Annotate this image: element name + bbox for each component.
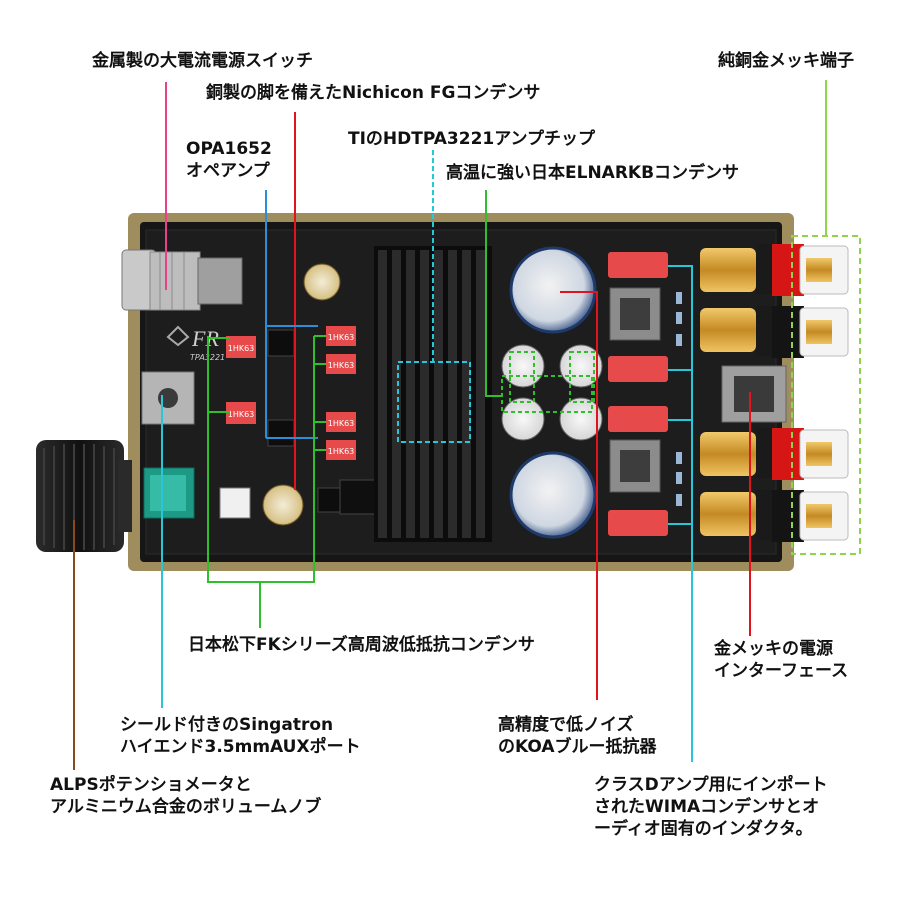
label-wima: クラスDアンプ用にインポート されたWIMAコンデンサとオ ーディオ固有のインダ… <box>594 774 828 840</box>
label-alps-line2: アルミニウム合金のボリュームノブ <box>50 797 322 817</box>
label-koa-resistor-line1: 高精度で低ノイズ <box>498 715 634 735</box>
rca-black-1 <box>772 306 804 358</box>
wima-cap-3 <box>608 406 668 432</box>
power-switch <box>121 249 243 311</box>
potentiometer-face <box>150 475 186 511</box>
large-capacitor-bottom <box>509 451 597 539</box>
label-wima-line1: クラスDアンプ用にインポート <box>594 775 828 795</box>
label-power-switch: 金属製の大電流電源スイッチ <box>92 51 313 71</box>
label-power-interface-line1: 金メッキの電源 <box>714 639 833 659</box>
callout-terminals <box>791 80 861 555</box>
film-cap-label: 1HK63 <box>328 333 355 342</box>
label-alps-line1: ALPSポテンショメータと <box>50 775 252 795</box>
gold-terminals <box>700 248 756 536</box>
fg-capacitors <box>262 263 341 526</box>
label-opamp-line2: オペアンプ <box>186 161 270 181</box>
film-cap-6 <box>326 440 356 460</box>
dc-jack-hole <box>734 376 774 412</box>
label-koa-resistor-line2: のKOAブルー抵抗器 <box>498 737 657 757</box>
wima-cap-1 <box>608 252 668 278</box>
label-aux-port: シールド付きのSingatron ハイエンド3.5mmAUXポート <box>120 714 361 758</box>
inductor-core-2 <box>620 450 650 482</box>
koa-resistors <box>676 292 682 506</box>
label-aux-port-line1: シールド付きのSingatron <box>120 715 334 735</box>
opamp-chip-1 <box>267 329 295 357</box>
logo-icon <box>166 325 190 347</box>
rca-red-2 <box>772 428 804 480</box>
label-power-interface-line2: インターフェース <box>714 661 849 681</box>
alps-potentiometer <box>143 467 195 519</box>
gold-terminal-2 <box>700 308 756 352</box>
ic-chips <box>219 329 381 519</box>
rca-posts <box>756 244 849 542</box>
regulator-chip <box>317 487 343 513</box>
wima-capacitors <box>608 252 668 536</box>
label-koa-resistor: 高精度で低ノイズ のKOAブルー抵抗器 <box>498 714 657 758</box>
wima-cap-2 <box>608 356 668 382</box>
callout-wima <box>668 265 693 762</box>
large-capacitor-top <box>509 246 597 334</box>
gold-terminal-1 <box>700 248 756 292</box>
callout-fk <box>207 335 326 628</box>
label-fg-capacitor: 銅製の脚を備えたNichicon FGコンデンサ <box>206 83 541 103</box>
film-cap-3 <box>326 326 356 346</box>
opamp-chip-2 <box>267 419 295 447</box>
qr-code <box>219 487 251 519</box>
label-terminals: 純銅金メッキ端子 <box>718 51 854 71</box>
small-capacitor-2 <box>559 344 603 388</box>
gold-terminal-3 <box>700 432 756 476</box>
label-amp-chip: TIのHDTPA3221アンプチップ <box>348 129 596 149</box>
label-aux-port-line2: ハイエンド3.5mmAUXポート <box>120 737 361 757</box>
film-cap-label: 1HK63 <box>328 447 355 456</box>
label-alps: ALPSポテンショメータと アルミニウム合金のボリュームノブ <box>50 774 321 818</box>
label-wima-line2: されたWIMAコンデンサとオ <box>594 797 820 817</box>
label-power-interface: 金メッキの電源 インターフェース <box>714 638 848 682</box>
knob-shaft <box>118 460 132 532</box>
label-opamp: OPA1652 オペアンプ <box>186 138 272 182</box>
film-cap-label: 1HK63 <box>328 419 355 428</box>
label-fk-capacitor: 日本松下FKシリーズ高周波低抵抗コンデンサ <box>188 635 535 655</box>
film-cap-4 <box>326 354 356 374</box>
small-capacitor-3 <box>501 397 545 441</box>
label-elna-capacitor: 高温に強い日本ELNARKBコンデンサ <box>446 163 740 183</box>
rca-black-2 <box>772 490 804 542</box>
label-wima-line3: ーディオ固有のインダクタ。 <box>594 819 813 839</box>
film-cap-2 <box>226 402 256 424</box>
knob-body <box>36 440 124 552</box>
small-capacitor-1 <box>501 344 545 388</box>
large-capacitors <box>509 246 597 539</box>
fg-capacitor-bottom <box>262 484 304 526</box>
film-cap-1 <box>226 336 256 358</box>
callout-opamp <box>265 190 318 439</box>
gold-terminal-4 <box>700 492 756 536</box>
volume-knob <box>36 440 132 552</box>
switch-housing <box>197 257 243 305</box>
callout-koa <box>560 291 598 700</box>
power-ic <box>339 479 381 515</box>
label-opamp-line1: OPA1652 <box>186 139 272 159</box>
wima-cap-4 <box>608 510 668 536</box>
film-cap-label: 1HK63 <box>228 344 255 353</box>
dc-power-interface <box>721 365 787 423</box>
callout-amp-chip <box>397 150 471 443</box>
film-cap-label: 1HK63 <box>328 361 355 370</box>
small-capacitor-4 <box>559 397 603 441</box>
aux-port <box>141 371 195 425</box>
fg-capacitor-top <box>303 263 341 301</box>
rca-red-1 <box>772 244 804 296</box>
film-cap-5 <box>326 412 356 432</box>
inductor-core-1 <box>620 298 650 330</box>
switch-nut <box>149 251 201 311</box>
film-cap-label: 1HK63 <box>228 410 255 419</box>
red-film-capacitors: 1HK63 1HK63 1HK63 1HK63 1HK63 1HK63 <box>226 326 356 460</box>
callout-elna <box>485 190 595 413</box>
inductors <box>609 287 661 493</box>
